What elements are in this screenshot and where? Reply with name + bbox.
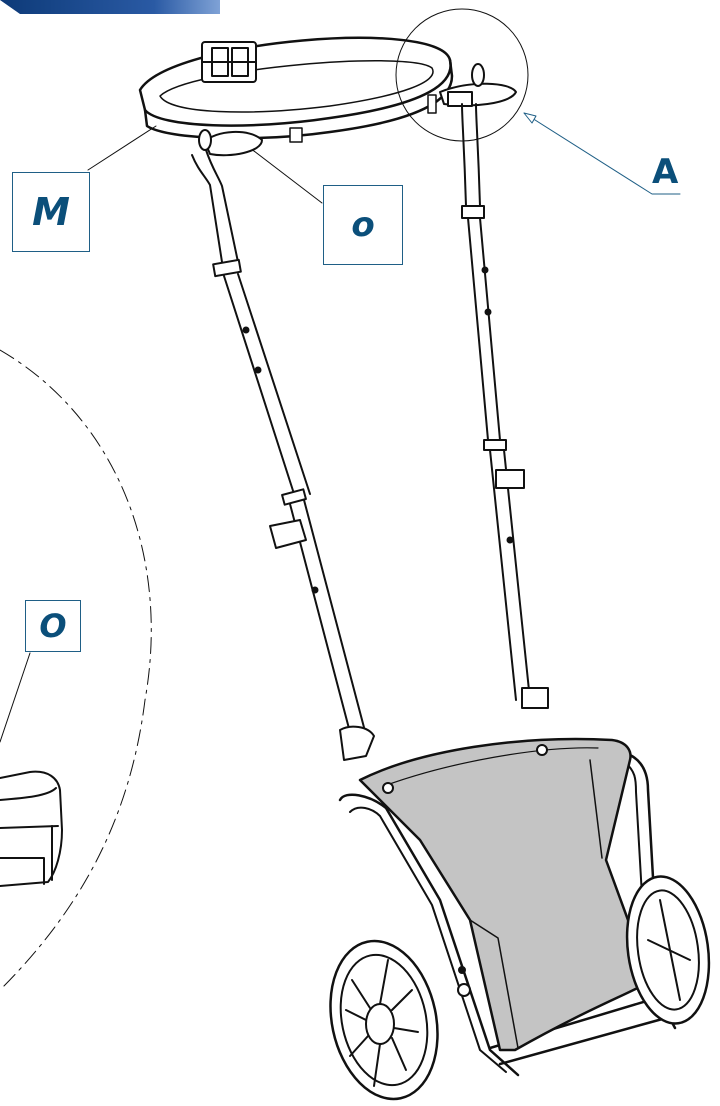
callout-a: A — [652, 152, 679, 192]
callout-o-big: O — [25, 600, 81, 652]
cart-seat — [358, 737, 652, 1052]
callout-o-small: o — [323, 185, 403, 265]
left-wheel — [329, 939, 439, 1101]
corner-color-band — [0, 0, 220, 14]
left-strap — [191, 149, 375, 761]
leader-a — [523, 112, 681, 195]
leader-o-small — [249, 147, 323, 204]
callout-m: M — [12, 172, 90, 252]
detail-view-arc — [0, 349, 152, 991]
right-strap — [461, 103, 549, 709]
harness-belt — [138, 36, 517, 157]
detail-o-part — [0, 770, 63, 887]
leader-m — [87, 125, 157, 171]
right-wheel — [625, 875, 711, 1025]
detail-view-circle — [395, 8, 529, 142]
leader-o-big — [0, 652, 31, 743]
